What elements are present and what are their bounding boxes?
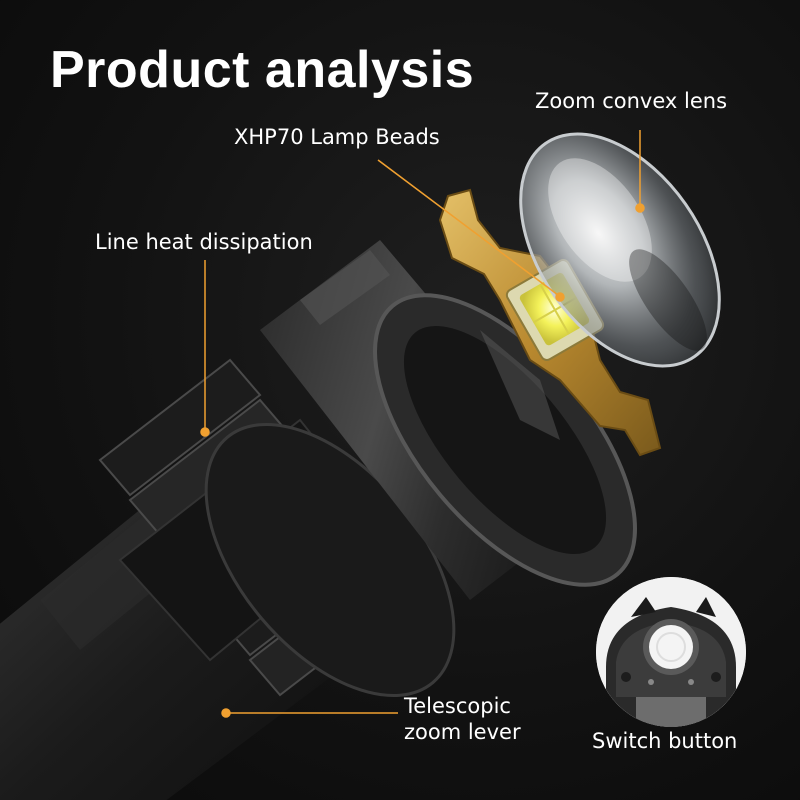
label-zoom-lever-line1: Telescopic: [404, 694, 511, 718]
switch-button-photo: [596, 577, 746, 727]
label-telescopic-zoom-lever: Telescopic zoom lever: [404, 693, 521, 746]
label-zoom-lever-line2: zoom lever: [404, 720, 521, 745]
switch-button-inset: [596, 577, 746, 727]
label-switch-button: Switch button: [592, 729, 738, 753]
label-zoom-convex-lens: Zoom convex lens: [535, 89, 728, 113]
flashlight-head: [260, 240, 637, 600]
label-heat-dissipation: Line heat dissipation: [95, 230, 313, 254]
switch-button-icon: [649, 625, 693, 669]
label-lamp-beads: XHP70 Lamp Beads: [234, 125, 440, 149]
convex-lens: [519, 132, 721, 368]
callout-lines: [200, 130, 645, 718]
page-title: Product analysis: [50, 41, 475, 99]
